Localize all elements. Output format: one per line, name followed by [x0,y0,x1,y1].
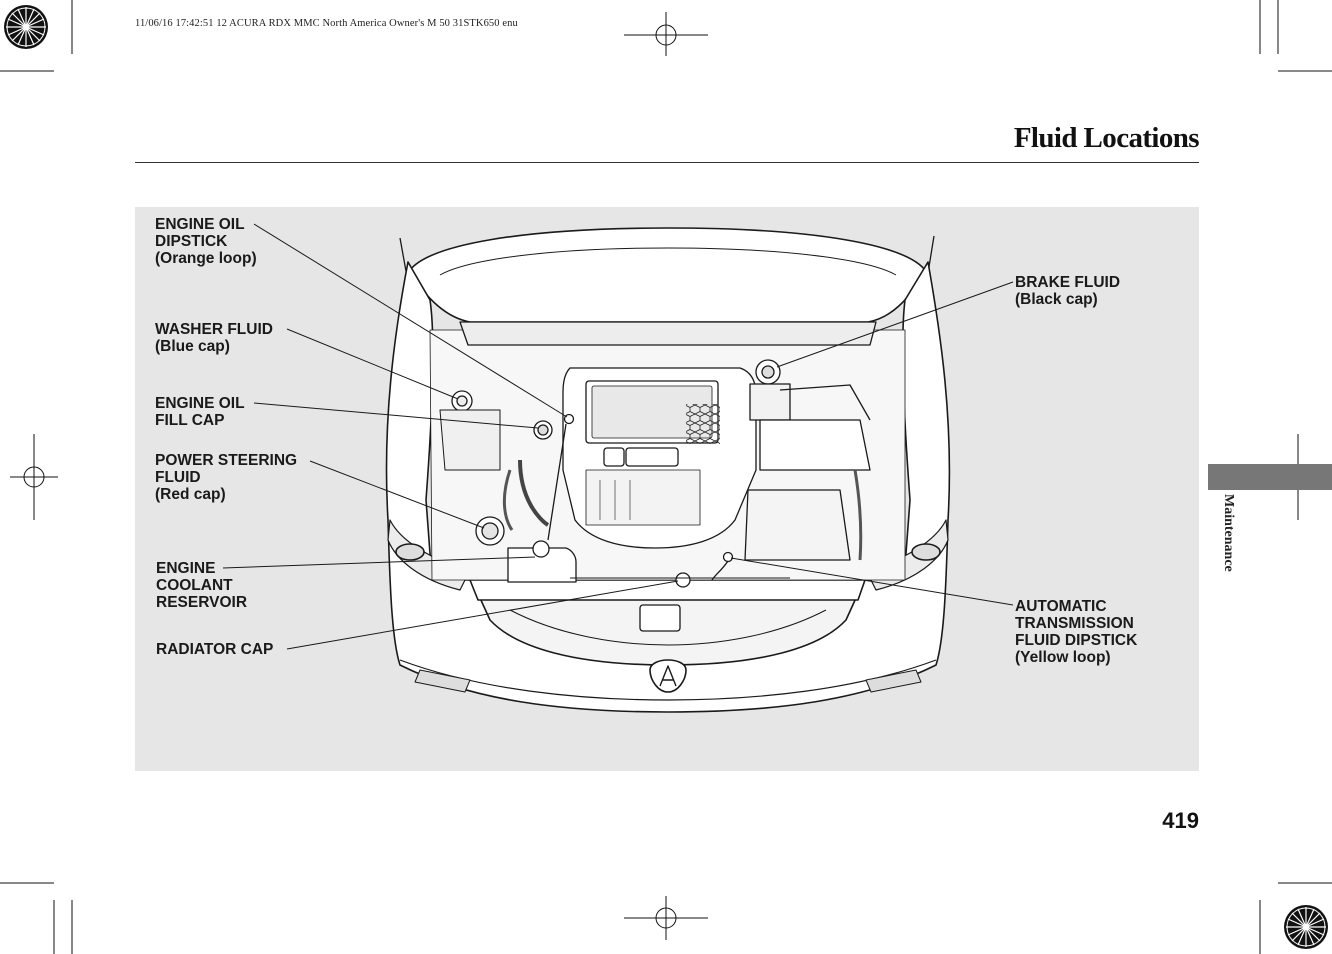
section-tab[interactable] [1208,464,1332,490]
hood [409,227,926,323]
callout-line: (Orange loop) [155,250,257,267]
callout-line: TRANSMISSION [1015,615,1134,632]
callout-engine-coolant-reservoir: ENGINE COOLANT RESERVOIR [156,560,247,611]
callout-engine-oil-fill-cap: ENGINE OIL FILL CAP [155,395,245,429]
callout-line: DIPSTICK [155,233,228,250]
callout-line: COOLANT [156,577,233,594]
callout-line: BRAKE FLUID [1015,274,1121,291]
callout-line: POWER STEERING [155,452,298,469]
radiator-cap [675,572,691,588]
coolant-reservoir [507,547,577,583]
title-rule [135,162,1199,163]
callout-line: FILL CAP [155,412,225,429]
engine-components [429,321,906,632]
callout-brake-fluid: BRAKE FLUID (Black cap) [1015,274,1120,308]
callout-line: FLUID DIPSTICK [1015,632,1138,649]
callout-line: WASHER FLUID [155,321,273,338]
star-target-bottom-right [1284,905,1328,949]
registration-target-top [624,12,708,56]
section-tab-label: Maintenance [1221,494,1236,572]
leader-lines [222,223,1014,650]
callout-washer-fluid: WASHER FLUID (Blue cap) [155,321,273,355]
registration-target-bottom [624,896,708,940]
callout-radiator-cap: RADIATOR CAP [156,641,273,658]
callout-line: FLUID [155,469,201,486]
callout-line: RESERVOIR [156,594,248,611]
callout-line: RADIATOR CAP [156,641,274,658]
callout-line: (Red cap) [155,486,226,503]
page-number: 419 [1162,808,1199,833]
atf-dipstick-loop [722,551,734,563]
callout-line: (Yellow loop) [1015,649,1111,666]
callout-line: ENGINE OIL [155,216,245,233]
registration-target-left [10,434,58,520]
callout-atf-dipstick: AUTOMATIC TRANSMISSION FLUID DIPSTICK (Y… [1015,598,1137,666]
callout-line: ENGINE [156,560,216,577]
callout-line: ENGINE OIL [155,395,245,412]
callout-line: (Black cap) [1015,291,1098,308]
callout-power-steering-fluid: POWER STEERING FLUID (Red cap) [155,452,297,503]
callout-line: (Blue cap) [155,338,230,355]
print-header: 11/06/16 17:42:51 12 ACURA RDX MMC North… [135,18,518,29]
star-target-top-left [4,5,48,49]
page-title: Fluid Locations [1013,122,1200,154]
callout-line: AUTOMATIC [1015,598,1107,615]
acura-emblem [649,659,687,693]
callout-engine-oil-dipstick: ENGINE OIL DIPSTICK (Orange loop) [155,216,257,267]
